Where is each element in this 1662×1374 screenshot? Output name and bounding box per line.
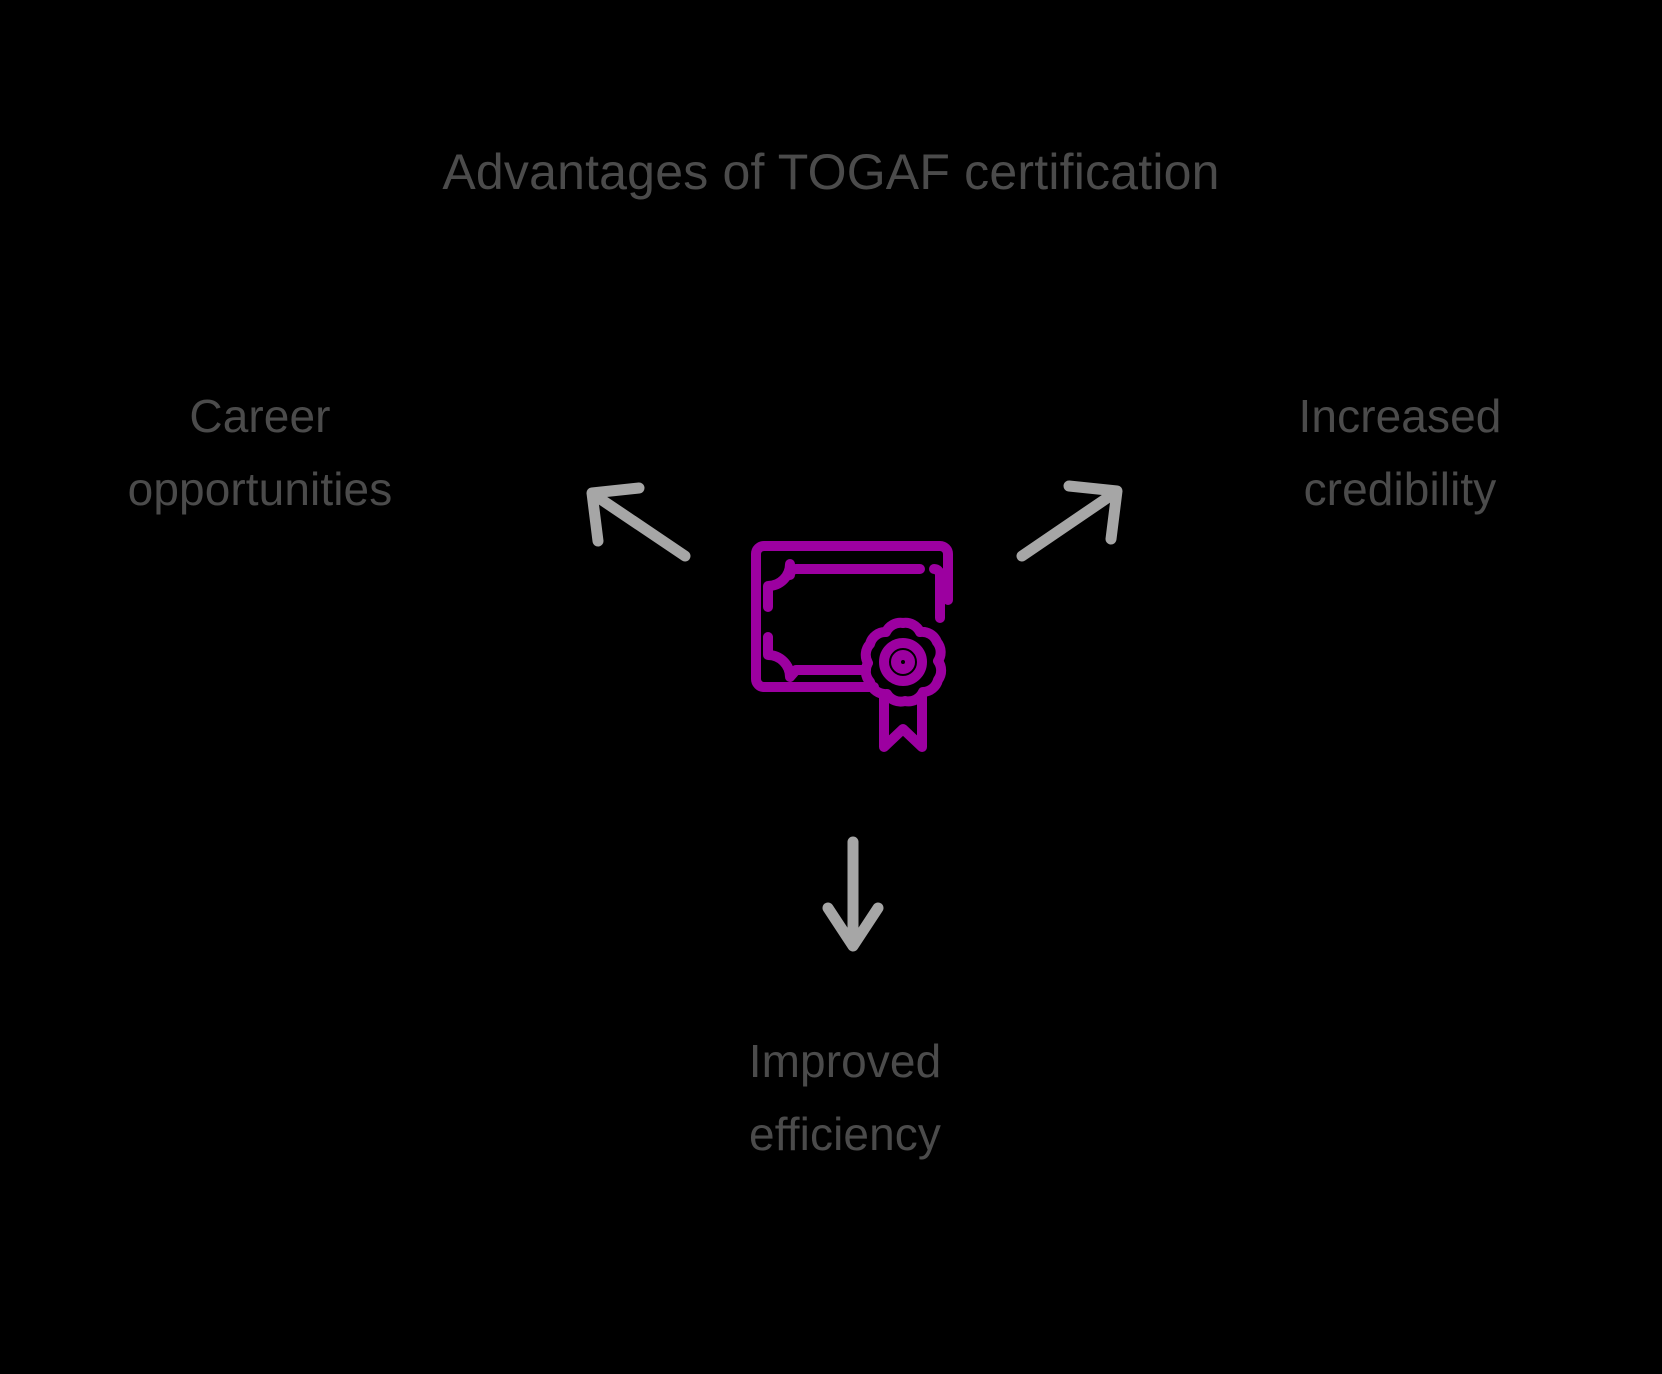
node-career-opportunities: Career opportunities [0,380,520,525]
node-label-line-2: opportunities [127,462,393,515]
arrow-to-increased-credibility [1016,480,1123,562]
node-label-line-2: credibility [1303,462,1497,515]
node-label-line-2: efficiency [749,1107,941,1160]
node-label-line-1: Increased [1298,390,1502,442]
diagram-title: Advantages of TOGAF certification [442,144,1220,200]
arrow-to-improved-efficiency [822,836,884,952]
arrow-to-career-opportunities [586,482,691,562]
node-increased-credibility: Increased credibility [1140,380,1660,525]
node-improved-efficiency: Improved efficiency [580,1025,1110,1170]
node-label-line-1: Improved [748,1035,942,1087]
certificate-award-icon [751,541,953,752]
node-label-line-1: Career [189,390,331,442]
